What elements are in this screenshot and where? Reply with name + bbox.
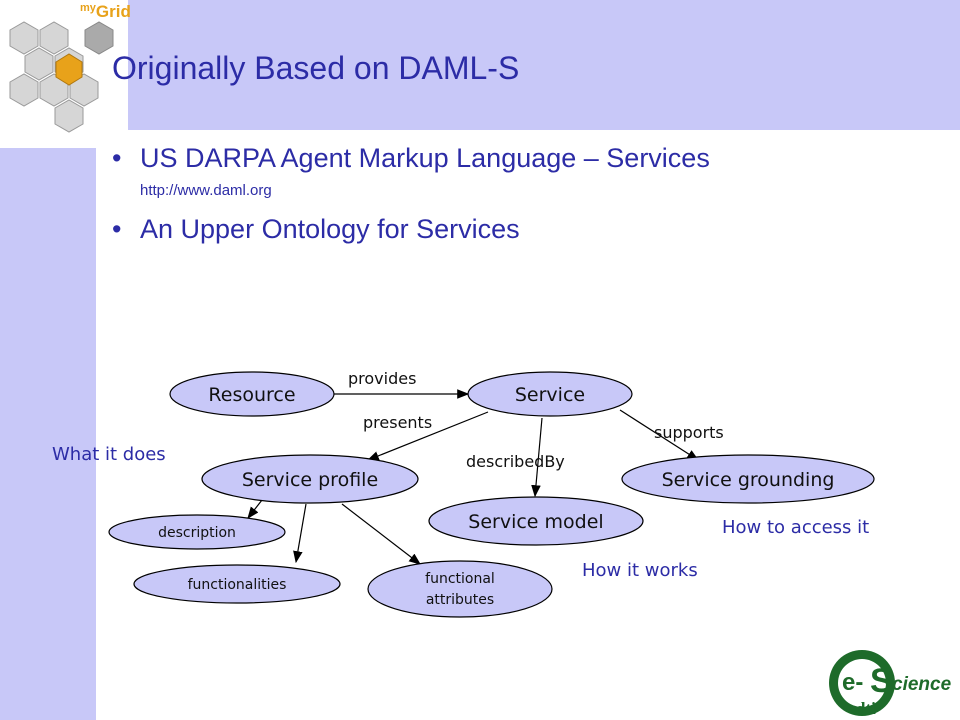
node-service [467, 371, 633, 417]
edge-functionalities [293, 503, 307, 564]
logo-cience: cience [892, 674, 952, 695]
functional-attributes-label-2: attributes [426, 592, 494, 608]
resource-label: Resource [208, 384, 295, 406]
supports-label: supports [654, 423, 724, 442]
presents-label: presents [363, 413, 432, 432]
logo-e: e- [842, 669, 863, 696]
logo-dti: dti [856, 699, 876, 718]
brand-grid: Grid [95, 2, 131, 21]
how-it-works-note: How it works [582, 560, 698, 581]
node-functional-attributes [367, 560, 553, 618]
edge-presents [366, 411, 489, 461]
brand-label: myGrid [80, 2, 131, 22]
what-it-does-note: What it does [52, 444, 166, 465]
description-label: description [158, 525, 236, 541]
node-service-model [428, 496, 644, 546]
described-by-label: describedBy [466, 452, 565, 471]
provides-label: provides [348, 369, 416, 388]
logo-s: S [870, 662, 893, 700]
node-service-profile [201, 454, 419, 504]
edge-functional-attributes [341, 503, 421, 565]
edge-description [247, 499, 263, 519]
how-to-access-note: How to access it [722, 517, 869, 538]
service-model-label: Service model [468, 511, 603, 533]
service-profile-label: Service profile [242, 469, 378, 491]
bullet-2: • An Upper Ontology for Services [112, 214, 520, 245]
bullet-dot: • [112, 143, 122, 173]
hexagon-cluster-icon [9, 21, 114, 133]
service-grounding-label: Service grounding [662, 469, 835, 491]
edge-described-by [531, 417, 543, 498]
mygrid-logo: myGrid [0, 0, 131, 148]
title-band [96, 0, 960, 130]
node-service-grounding [621, 454, 875, 504]
node-description [108, 514, 286, 550]
node-resource [169, 371, 335, 417]
brand-my: my [80, 2, 96, 14]
functional-attributes-label-1: functional [425, 571, 495, 587]
node-functionalities [133, 564, 341, 604]
slide-title: Originally Based on DAML-S [112, 50, 520, 86]
bullet-2-text: An Upper Ontology for Services [140, 214, 520, 244]
edge-supports [619, 409, 700, 461]
bullet-1-text: US DARPA Agent Markup Language – Service… [140, 143, 710, 173]
e-science-logo: e- S cience dti [829, 650, 952, 718]
functionalities-label: functionalities [188, 577, 287, 593]
service-label: Service [515, 384, 585, 406]
bullet-dot: • [112, 214, 122, 244]
bullet-1: • US DARPA Agent Markup Language – Servic… [112, 143, 710, 174]
daml-url: http://www.daml.org [140, 182, 272, 199]
